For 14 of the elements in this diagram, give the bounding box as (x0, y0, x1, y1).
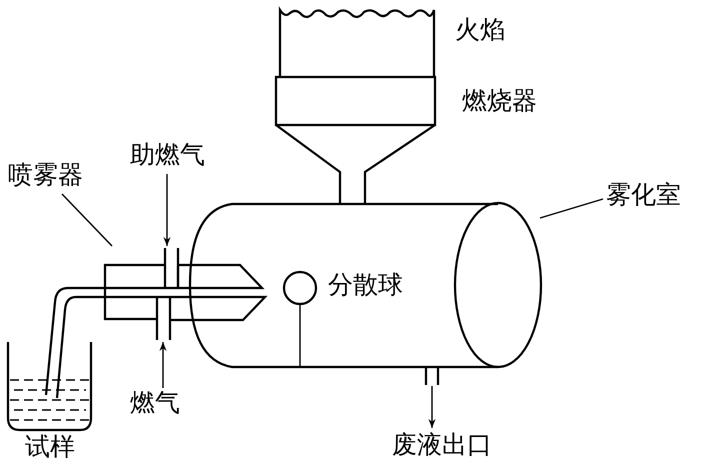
arrow (428, 386, 436, 428)
part-label: 试样 (25, 432, 75, 462)
arrow (163, 174, 171, 246)
part-label: 燃气 (130, 388, 180, 418)
arrow (159, 342, 167, 388)
part-label: 喷雾器 (8, 160, 83, 190)
leader-line (62, 194, 112, 246)
leader-line (540, 198, 604, 219)
part-label: 废液出口 (392, 430, 492, 460)
part-label: 燃烧器 (462, 86, 537, 116)
part-label: 雾化室 (606, 180, 681, 210)
part-label: 助燃气 (130, 140, 205, 170)
part-label: 分散球 (328, 270, 403, 300)
part-label: 火焰 (455, 15, 505, 45)
